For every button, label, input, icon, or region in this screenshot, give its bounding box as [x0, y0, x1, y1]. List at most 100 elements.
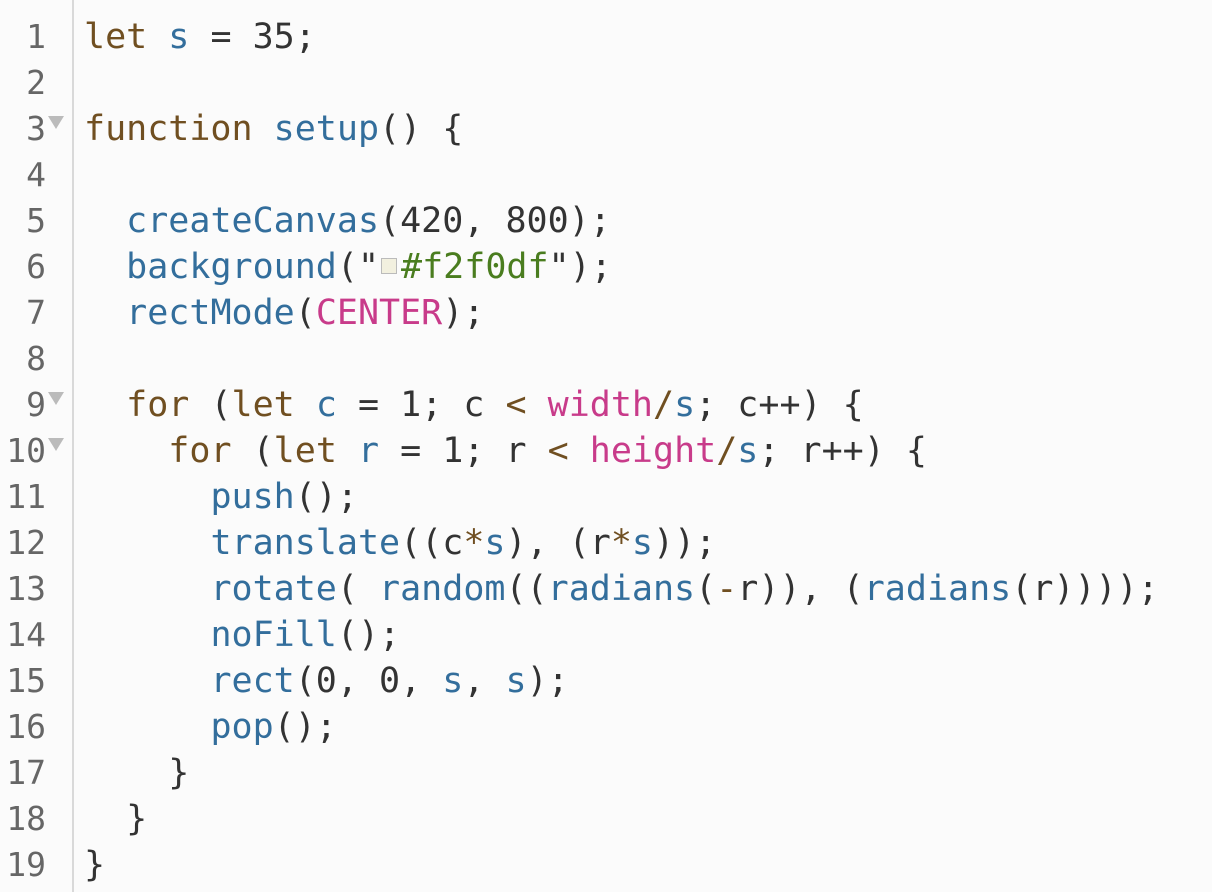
code-text[interactable]: let s = 35;: [84, 14, 316, 60]
punct: (: [695, 569, 717, 609]
keyword: for: [168, 431, 232, 471]
keyword: function: [84, 109, 253, 149]
code-line-14[interactable]: 14 noFill();: [0, 612, 1212, 658]
line-number: 16: [6, 707, 46, 746]
expr: ; c++) {: [695, 385, 864, 425]
keyword: let: [273, 431, 337, 471]
code-line-6[interactable]: 6 background("#f2f0df");: [0, 244, 1212, 290]
expr: ; r++) {: [758, 431, 927, 471]
code-line-18[interactable]: 18 }: [0, 796, 1212, 842]
variable: s: [674, 385, 696, 425]
code-text[interactable]: for (let r = 1; r < height/s; r++) {: [84, 428, 927, 474]
expr: ));: [652, 523, 717, 563]
keyword: let: [231, 385, 295, 425]
punct: );: [526, 661, 569, 701]
line-number: 7: [26, 293, 46, 332]
operator: /: [653, 385, 675, 425]
line-number: 9: [26, 385, 46, 424]
punct: );: [442, 293, 485, 333]
variable: s: [737, 431, 759, 471]
variable: s: [631, 523, 653, 563]
number: 35: [252, 17, 295, 57]
code-text[interactable]: background("#f2f0df");: [84, 244, 612, 290]
code-text[interactable]: }: [84, 799, 148, 839]
variable: s: [168, 17, 190, 57]
operator: /: [716, 431, 738, 471]
punct: ();: [273, 707, 337, 747]
code-line-7[interactable]: 7 rectMode(CENTER);: [0, 290, 1212, 336]
code-text[interactable]: for (let c = 1; c < width/s; c++) {: [84, 382, 864, 428]
code-line-4[interactable]: 4: [0, 152, 1212, 198]
constant: height: [589, 431, 717, 471]
line-number: 14: [6, 615, 46, 654]
code-line-16[interactable]: 16 pop();: [0, 704, 1212, 750]
constant: CENTER: [315, 293, 443, 333]
code-line-3[interactable]: 3 function setup() {: [0, 106, 1212, 152]
code-line-12[interactable]: 12 translate((c*s), (r*s));: [0, 520, 1212, 566]
code-text[interactable]: noFill();: [84, 612, 400, 658]
function-call: rect: [210, 661, 295, 701]
code-line-15[interactable]: 15 rect(0, 0, s, s);: [0, 658, 1212, 704]
code-text[interactable]: rotate( random((radians(-r)), (radians(r…: [84, 566, 1158, 612]
line-number: 4: [26, 155, 46, 194]
variable: s: [484, 523, 506, 563]
line-number: 11: [6, 477, 46, 516]
code-text[interactable]: }: [84, 845, 106, 885]
variable: s: [442, 661, 464, 701]
operator: *: [463, 523, 485, 563]
code-text[interactable]: rectMode(CENTER);: [84, 290, 484, 336]
operator: <: [547, 431, 569, 471]
code-line-1[interactable]: 1 let s = 35;: [0, 14, 1212, 60]
code-text[interactable]: pop();: [84, 704, 337, 750]
punct: (: [189, 385, 232, 425]
line-number: 10: [6, 431, 46, 470]
punct: ");: [548, 247, 612, 287]
keyword: for: [126, 385, 190, 425]
expr: ((c: [400, 523, 464, 563]
function-call: rectMode: [126, 293, 295, 333]
line-number: 2: [26, 63, 46, 102]
expr: = 1; r: [379, 431, 548, 471]
fold-arrow-icon[interactable]: [48, 438, 64, 451]
punct: ((: [505, 569, 548, 609]
line-number: 3: [26, 109, 46, 148]
color-swatch-icon[interactable]: [381, 258, 398, 274]
line-number: 12: [6, 523, 46, 562]
code-text[interactable]: push();: [84, 474, 358, 520]
line-number: 18: [6, 799, 46, 838]
function-call: rotate: [210, 569, 337, 609]
variable: c: [315, 385, 337, 425]
code-line-19[interactable]: 19 }: [0, 842, 1212, 888]
code-text[interactable]: }: [84, 753, 190, 793]
operator: *: [610, 523, 632, 563]
string: #f2f0df: [401, 247, 549, 287]
code-text[interactable]: rect(0, 0, s, s);: [84, 658, 569, 704]
punct: (": [336, 247, 380, 287]
function-call: noFill: [210, 615, 337, 655]
fold-arrow-icon[interactable]: [48, 116, 64, 129]
code-line-9[interactable]: 9 for (let c = 1; c < width/s; c++) {: [0, 382, 1212, 428]
fold-arrow-icon[interactable]: [48, 392, 64, 405]
expr: (0, 0,: [294, 661, 443, 701]
expr: r)), (: [737, 569, 864, 609]
keyword: let: [84, 17, 148, 57]
code-line-10[interactable]: 10 for (let r = 1; r < height/s; r++) {: [0, 428, 1212, 474]
code-line-17[interactable]: 17 }: [0, 750, 1212, 796]
expr: ), (r: [505, 523, 611, 563]
punct: ;: [294, 17, 316, 57]
function-call: push: [210, 477, 295, 517]
code-line-13[interactable]: 13 rotate( random((radians(-r)), (radian…: [0, 566, 1212, 612]
variable: r: [357, 431, 380, 471]
code-line-11[interactable]: 11 push();: [0, 474, 1212, 520]
punct: () {: [379, 109, 464, 149]
code-line-5[interactable]: 5 createCanvas(420, 800);: [0, 198, 1212, 244]
code-line-2[interactable]: 2: [0, 60, 1212, 106]
code-text[interactable]: function setup() {: [84, 106, 463, 152]
code-text[interactable]: createCanvas(420, 800);: [84, 198, 611, 244]
line-number: 17: [6, 753, 46, 792]
code-text[interactable]: translate((c*s), (r*s));: [84, 520, 716, 566]
line-number: 13: [6, 569, 46, 608]
code-line-8[interactable]: 8: [0, 336, 1212, 382]
line-number: 19: [6, 845, 46, 884]
